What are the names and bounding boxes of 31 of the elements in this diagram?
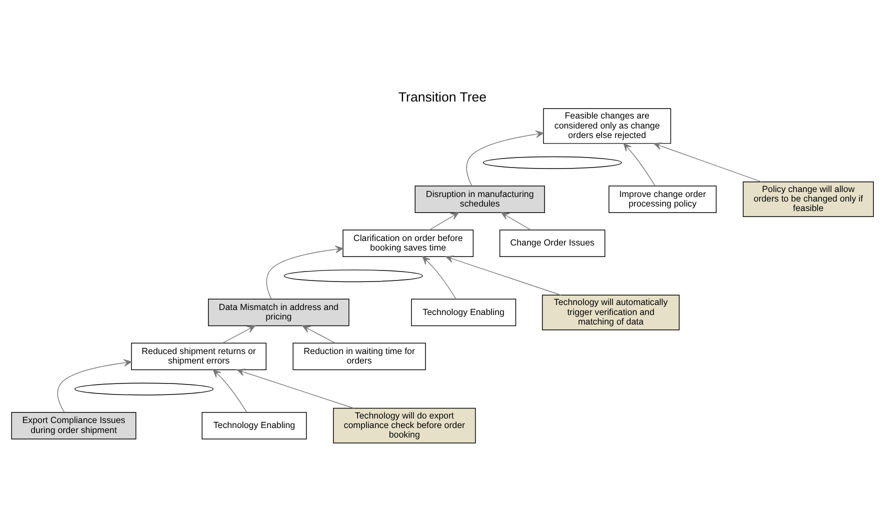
arrow	[654, 142, 762, 182]
node-box: Technology Enabling	[202, 412, 307, 440]
arrow	[222, 326, 256, 344]
arrow	[466, 130, 544, 186]
diagram-title: Transition Tree	[398, 90, 487, 105]
node-box: Data Mismatch in address and pricing	[208, 298, 350, 326]
node-box: Reduction in waiting time for orders	[292, 342, 426, 370]
arrow	[623, 143, 656, 186]
arrow	[429, 212, 459, 230]
node-ellipse	[284, 270, 423, 282]
node-box: Technology will do export compliance check before order booking	[333, 408, 476, 444]
node-box: Technology Enabling	[411, 298, 516, 326]
node-box: Export Compliance Issues during order shipment	[11, 412, 136, 440]
arrow	[236, 368, 354, 409]
arrow	[302, 326, 336, 344]
arrow	[446, 256, 562, 296]
node-box: Disruption in manufacturing schedules	[414, 186, 545, 213]
node-ellipse	[74, 382, 214, 396]
arrow	[57, 359, 132, 413]
arrow	[212, 369, 248, 413]
node-box: Feasible changes are considered only as change orders else rejected	[543, 108, 672, 144]
node-box: Technology will automatically trigger verification and matching of data	[542, 294, 680, 330]
arrow	[422, 256, 456, 300]
arrow	[266, 246, 344, 300]
node-ellipse	[482, 156, 622, 169]
node-box: Policy change will allow orders to be changed only if feasible	[742, 182, 874, 218]
node-box: Clarification on order before booking saves time	[342, 230, 474, 257]
arrow	[501, 212, 532, 230]
node-box: Improve change order processing policy	[608, 186, 717, 213]
node-box: Reduced shipment returns or shipment errors	[131, 342, 266, 370]
node-box: Change Order Issues	[499, 230, 606, 257]
